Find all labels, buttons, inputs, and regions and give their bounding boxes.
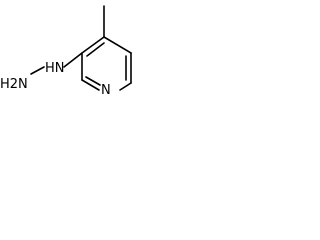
- bond-c3-c4: [81, 36, 105, 54]
- ring-nitrogen-label: N: [101, 83, 111, 98]
- hydrazine-nh-label: HN: [45, 61, 65, 76]
- hydrazine-nh2-label: H2N: [0, 77, 28, 92]
- pyridine-ring: [81, 36, 132, 91]
- bond-n1-c2-double: [85, 76, 101, 86]
- bond-c6-n1: [119, 82, 132, 91]
- hydrazine-ring-bond: [63, 52, 83, 68]
- bond-c3-c4-double: [86, 42, 105, 57]
- molecule-diagram: HN H2N N: [0, 5, 132, 98]
- hydrazine-nn-bond: [30, 66, 45, 75]
- bond-c4-c5: [103, 36, 132, 54]
- structure-canvas: HN H2N N: [0, 0, 166, 118]
- bond-n1-c2: [81, 79, 100, 91]
